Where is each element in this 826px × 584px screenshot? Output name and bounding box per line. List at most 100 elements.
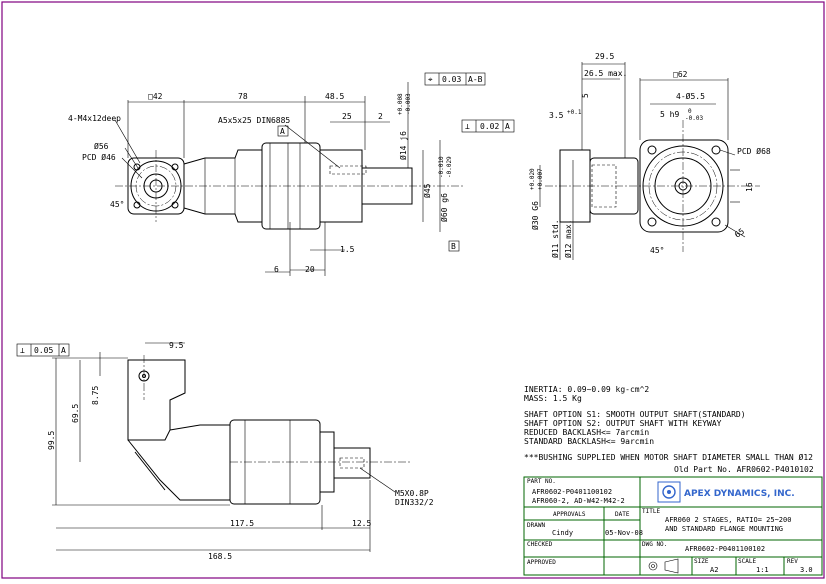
dim-dia-56: Ø56 — [94, 141, 109, 151]
dim-key-tol-upper: 0 — [688, 108, 692, 115]
note-shaft-s2: SHAFT OPTION S2: OUTPUT SHAFT WITH KEYWA… — [524, 419, 722, 428]
dim-key-5h9: 5 h9 — [660, 110, 679, 119]
dim-dia-12: Ø12 max. — [563, 219, 573, 258]
dwg-no-value: AFR0602-P0401100102 — [685, 545, 765, 553]
projection-symbol — [648, 558, 679, 574]
gdt-perp-symbol: ⊥ — [465, 122, 470, 131]
drawn-value: Cindy — [552, 529, 573, 537]
gdt-front-datum: A — [61, 346, 66, 355]
dim-9-5: 9.5 — [169, 341, 184, 350]
gdt-position-datum: A-B — [468, 75, 483, 84]
dim-12-5: 12.5 — [352, 519, 371, 528]
dim-dia-60-tol-upper: -0.010 — [438, 156, 445, 178]
gdt-position-value: 0.03 — [442, 75, 461, 84]
output-shaft — [361, 167, 413, 205]
datum-a-label: A — [280, 127, 285, 136]
dim-dia-11: Ø11 std. — [550, 219, 560, 258]
company-logo: APEX DYNAMICS, INC. — [657, 481, 795, 503]
dim-dia-60: Ø60 g6 — [439, 193, 449, 222]
dim-3-5-tol: +0.1 — [567, 109, 582, 116]
dim-key-tol-lower: -0.03 — [685, 115, 703, 122]
dim-25: 25 — [342, 112, 352, 121]
gdt-position-symbol: ⌖ — [428, 75, 433, 84]
dim-dia-14-tol-lower: -0.003 — [405, 93, 412, 115]
dim-29-5: 29.5 — [595, 52, 614, 61]
dim-pcd-68: PCD Ø68 — [737, 146, 771, 156]
top-view: 4-M4x12deep □42 78 48.5 A5x5x25 DIN6885 … — [68, 72, 515, 276]
title-line-1: AFR060 2 STAGES, RATIO= 25~200 — [665, 516, 791, 524]
checked-label: CHECKED — [527, 541, 553, 548]
part-no-label: PART NO. — [527, 478, 556, 485]
front-output-shaft — [333, 447, 371, 479]
dim-square-42: □42 — [148, 92, 163, 101]
note-reduced-backlash: REDUCED BACKLASH<= 7arcmin — [524, 428, 649, 437]
note-mass: MASS: 1.5 Kg — [524, 394, 582, 403]
drawn-label: DRAWN — [527, 522, 545, 529]
dim-99-5: 99.5 — [47, 431, 56, 450]
gdt-front-symbol: ⊥ — [20, 346, 25, 355]
title-line-2: AND STANDARD FLANGE MOUNTING — [665, 525, 783, 533]
dim-angle-45: 45° — [110, 200, 124, 209]
dim-8-75: 8.75 — [91, 386, 100, 405]
part-no-2: AFR060-2, AD-W42-M42-2 — [532, 497, 625, 505]
dim-20: 20 — [305, 265, 315, 274]
dim-1-5: 1.5 — [340, 245, 355, 254]
dim-5: 5 — [581, 93, 590, 98]
note-shaft-s1: SHAFT OPTION S1: SMOOTH OUTPUT SHAFT(STA… — [524, 410, 746, 419]
rev-value: 3.0 — [800, 566, 813, 574]
dim-16: 16 — [745, 182, 754, 192]
input-housing — [127, 359, 186, 441]
dim-48-5: 48.5 — [325, 92, 344, 101]
screw-label-2: DIN332/2 — [395, 498, 434, 507]
square-flange — [639, 139, 729, 233]
dim-69-5: 69.5 — [71, 404, 80, 423]
dim-dia-60-tol-lower: -0.029 — [446, 156, 453, 178]
gdt-perp-value: 0.02 — [480, 122, 499, 131]
gdt-front-value: 0.05 — [34, 346, 53, 355]
side-view: 29.5 26.5 max. 5 □62 4-Ø5.5 3.5 +0.1 5 h… — [529, 52, 771, 260]
dwg-no-label: DWG NO. — [642, 541, 667, 548]
drawn-date: 05-Nov-08 — [605, 529, 643, 537]
note-standard-backlash: STANDARD BACKLASH<= 9arcmin — [524, 437, 654, 446]
dim-key: A5x5x25 DIN6885 — [218, 116, 290, 125]
dim-mounting-holes: 4-M4x12deep — [68, 114, 121, 123]
dim-dia-30-tol-upper: +0.020 — [529, 168, 536, 190]
dim-pcd-46: PCD Ø46 — [82, 152, 116, 162]
approved-label: APPROVED — [527, 559, 556, 566]
dim-dia-30-tol-lower: +0.007 — [537, 168, 544, 190]
notes-block: INERTIA: 0.09~0.09 kg-cm^2 MASS: 1.5 Kg … — [524, 385, 814, 474]
size-value: A2 — [710, 566, 718, 574]
dim-dia-45: Ø45 — [422, 183, 432, 198]
scale-label: SCALE — [738, 558, 756, 565]
size-label: SIZE — [694, 558, 709, 565]
datum-b-label: B — [451, 242, 456, 251]
dim-holes-5-5: 4-Ø5.5 — [676, 91, 705, 101]
note-old-part: Old Part No. AFR0602-P4010102 — [674, 465, 814, 474]
dim-6: 6 — [274, 265, 279, 274]
note-inertia: INERTIA: 0.09~0.09 kg-cm^2 — [524, 385, 649, 394]
dim-dia-14-tol-upper: +0.008 — [397, 93, 404, 115]
gdt-perp-datum: A — [505, 122, 510, 131]
dim-117-5: 117.5 — [230, 519, 254, 528]
dim-2: 2 — [378, 112, 383, 121]
company-name: APEX DYNAMICS, INC. — [684, 489, 795, 499]
dim-dia-30: Ø30 G6 — [530, 201, 540, 230]
approvals-label: APPROVALS — [553, 511, 586, 518]
dim-r-65: 65 — [733, 227, 746, 240]
dim-26-5: 26.5 max. — [584, 69, 627, 78]
rev-label: REV — [787, 558, 798, 565]
title-block: APEX DYNAMICS, INC. PART NO. AFR0602-P04… — [523, 476, 823, 576]
front-view: ⊥ 0.05 A 9.5 8.75 69.5 99.5 117.5 12.5 1… — [16, 341, 434, 561]
title-label: TITLE — [642, 508, 660, 515]
dim-78: 78 — [238, 92, 248, 101]
date-label: DATE — [615, 511, 630, 518]
part-no-1: AFR0602-P0401100102 — [532, 488, 612, 496]
dim-square-62: □62 — [673, 70, 688, 79]
dim-3-5: 3.5 — [549, 111, 564, 120]
scale-value: 1:1 — [756, 566, 769, 574]
dim-side-angle-45: 45° — [650, 246, 664, 255]
screw-label-1: M5X0.8P — [395, 489, 429, 498]
